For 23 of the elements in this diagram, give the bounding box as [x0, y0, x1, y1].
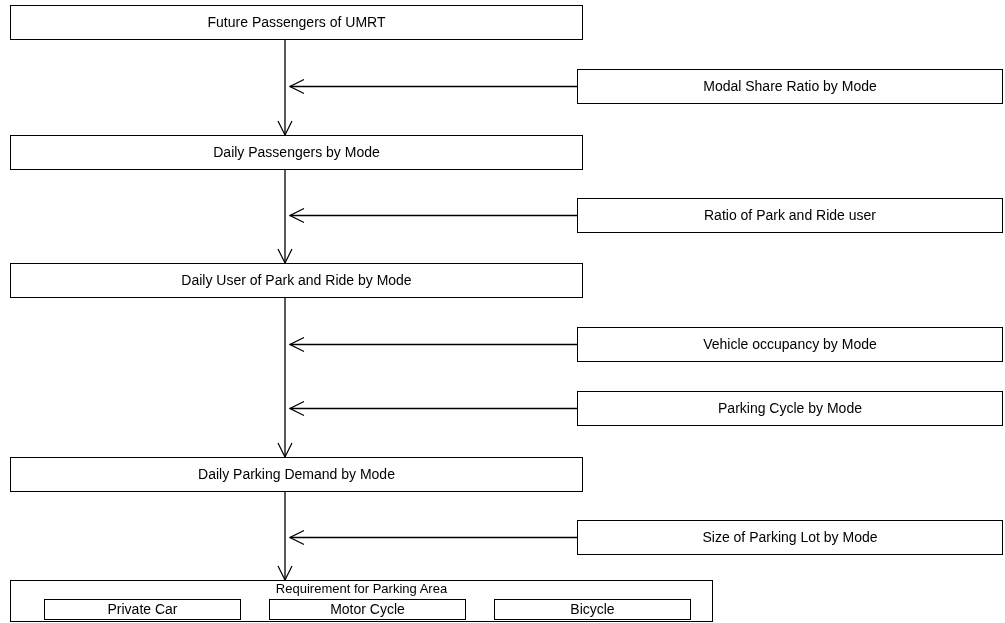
process-box: Modal Share Ratio by Mode — [577, 69, 1003, 104]
arrow — [289, 336, 578, 353]
process-box: Daily Passengers by Mode — [10, 135, 583, 170]
process-box: Motor Cycle — [269, 599, 466, 620]
process-box: Future Passengers of UMRT — [10, 5, 583, 40]
box-heading: Requirement for Parking Area — [275, 582, 448, 595]
arrow — [289, 207, 578, 224]
process-box: Bicycle — [494, 599, 691, 620]
process-box: Size of Parking Lot by Mode — [577, 520, 1003, 555]
process-box: Vehicle occupancy by Mode — [577, 327, 1003, 362]
process-box: Daily Parking Demand by Mode — [10, 457, 583, 492]
group-box — [10, 580, 713, 622]
arrow — [277, 491, 293, 581]
arrow — [289, 529, 578, 546]
process-box: Daily User of Park and Ride by Mode — [10, 263, 583, 298]
arrow — [289, 400, 578, 417]
arrow — [277, 39, 293, 136]
process-box: Private Car — [44, 599, 241, 620]
arrow — [289, 78, 578, 95]
process-box: Ratio of Park and Ride user — [577, 198, 1003, 233]
arrow — [277, 297, 293, 458]
arrow — [277, 169, 293, 264]
process-box: Parking Cycle by Mode — [577, 391, 1003, 426]
